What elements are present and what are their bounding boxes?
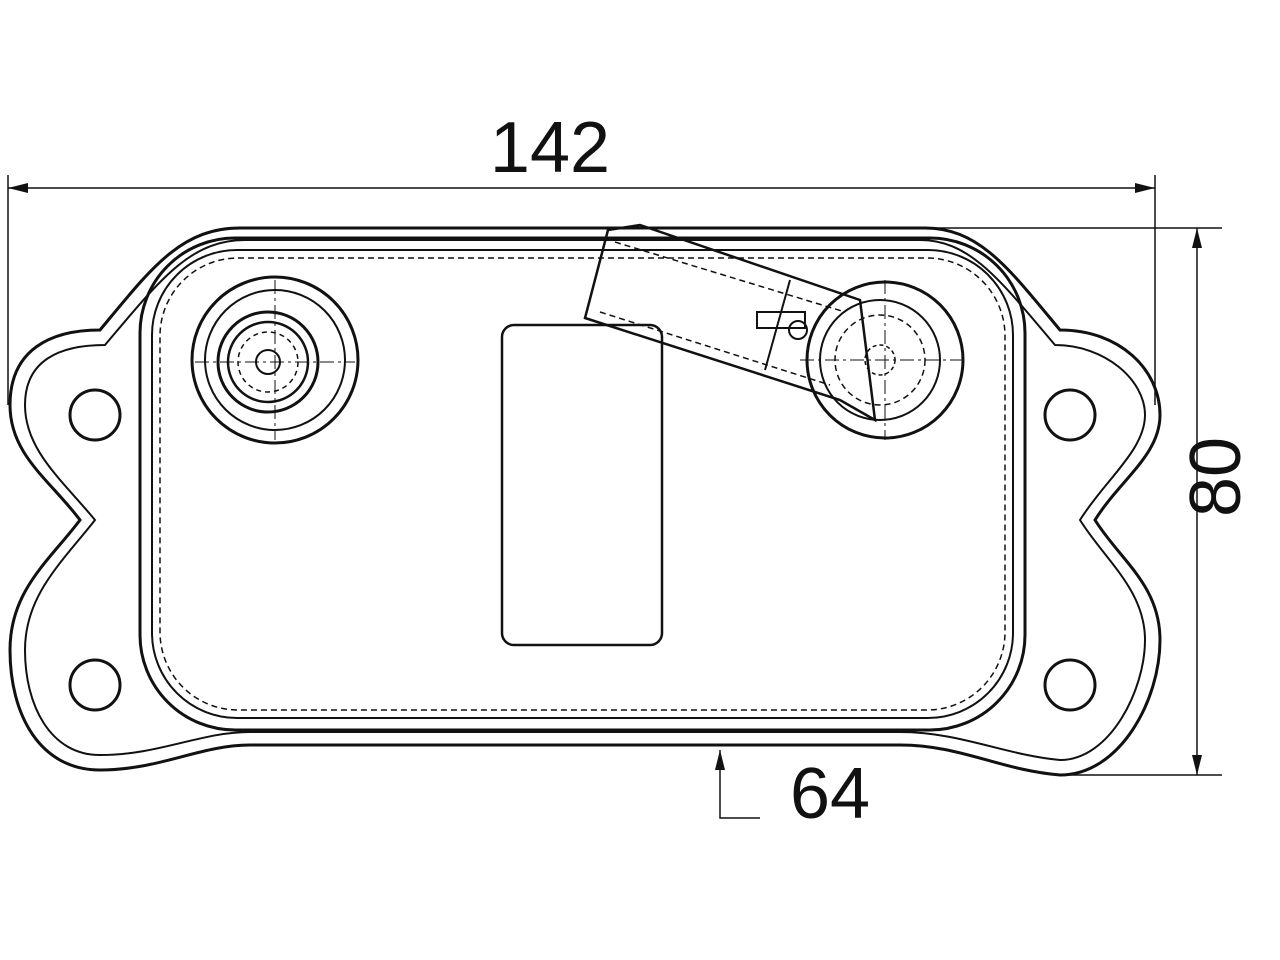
cooler-body (138, 236, 1027, 732)
mounting-hole-bottom-left (68, 658, 122, 712)
sensor-pin-head (788, 320, 808, 340)
left-port-outer (190, 275, 360, 445)
sensor-pipe-dashed-bottom (599, 311, 831, 386)
center-plate (500, 323, 664, 647)
sensor-pipe-band (764, 279, 791, 371)
left-port-collar (216, 310, 320, 414)
body-dashed-edge (159, 257, 1006, 711)
depth-dimension-label: 64 (790, 754, 870, 834)
sensor-pipe-dashed-top (614, 241, 846, 313)
sensor-pipe (583, 223, 877, 423)
dimension-lines (7, 175, 1222, 819)
mounting-hole-bottom-right (1043, 658, 1097, 712)
right-port-fitting (583, 223, 965, 440)
flange-plate (8, 226, 1162, 777)
flange-outline (8, 226, 1162, 777)
body-inner-outline (151, 249, 1014, 719)
mounting-hole-top-right (1043, 388, 1097, 442)
width-dimension-label: 142 (490, 108, 610, 188)
mounting-hole-top-left (68, 388, 122, 442)
height-dimension-label: 80 (1176, 437, 1256, 517)
body-outline (138, 236, 1027, 732)
sensor-pin (756, 311, 806, 329)
depth-leader (715, 750, 760, 819)
left-port-fitting (190, 275, 360, 445)
flange-inner-outline (23, 239, 1147, 762)
